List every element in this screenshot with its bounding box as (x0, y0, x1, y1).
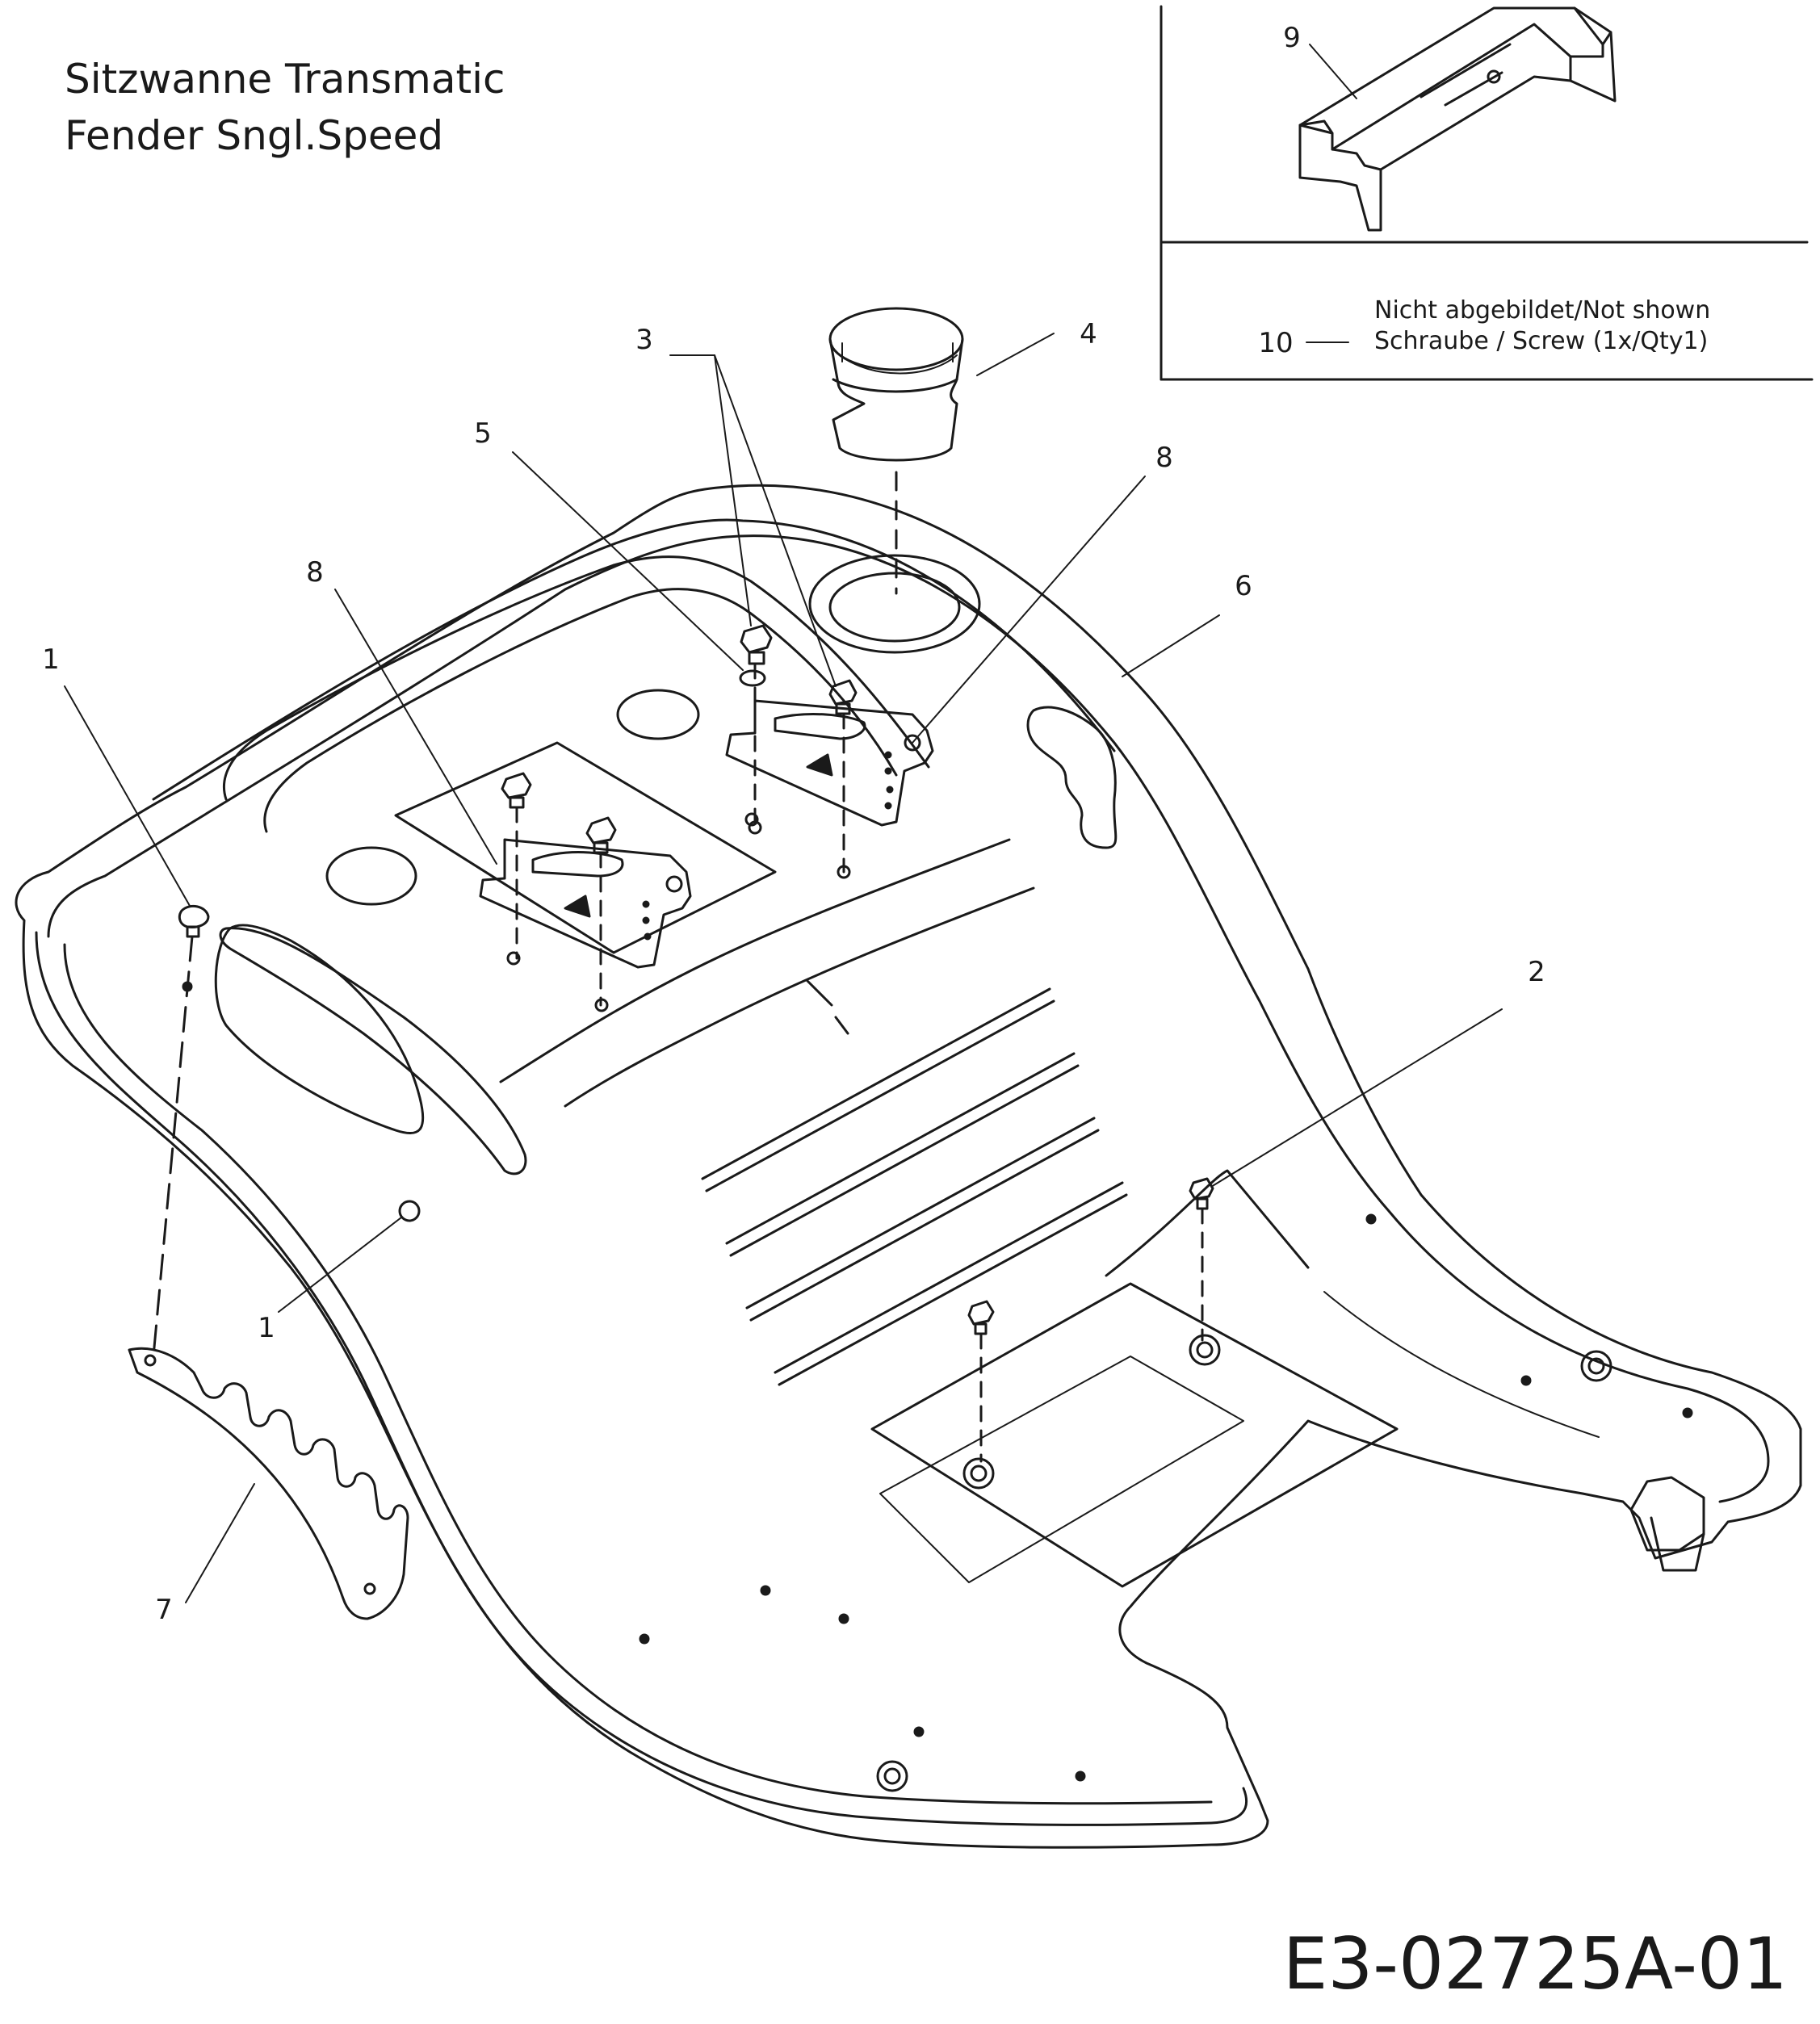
callout-8b: 8 (306, 556, 324, 589)
callout-4: 4 (1080, 318, 1097, 350)
callout-1b: 1 (258, 1312, 275, 1344)
callout-8a: 8 (1155, 442, 1173, 474)
diagram-title-line1: Sitzwanne Transmatic (65, 56, 505, 103)
callout-6: 6 (1235, 570, 1252, 602)
rear-clip (1629, 1476, 1705, 1572)
notched-strip-part-7 (128, 1347, 409, 1620)
callout-9: 9 (1283, 22, 1301, 54)
inset-note-line1: Nicht abgebildet/Not shown (1374, 296, 1711, 325)
callout-3: 3 (635, 324, 653, 356)
callout-1a: 1 (42, 643, 60, 676)
leader-lines (64, 333, 1503, 1603)
fill-cap-part-4 (828, 307, 964, 595)
inset-note-line2: Schraube / Screw (1x/Qty1) (1374, 327, 1709, 355)
fender-body-part-6 (15, 484, 1802, 1849)
diagram-title-line2: Fender Sngl.Speed (65, 112, 444, 159)
push-fasteners-part-1 (152, 904, 421, 1358)
screws-part-2 (967, 1177, 1214, 1463)
screws-part-3 (501, 624, 858, 1007)
bracket-part-9 (1298, 6, 1617, 232)
callout-5: 5 (474, 417, 492, 450)
seat-bracket-part-8-left (479, 838, 692, 969)
callout-7: 7 (155, 1594, 173, 1626)
callout-2: 2 (1528, 956, 1545, 988)
drawing-number: E3-02725A-01 (1282, 1922, 1788, 2005)
seat-bracket-part-8-right (725, 699, 934, 827)
inset-box (1160, 5, 1814, 381)
callout-10: 10 (1258, 327, 1293, 359)
